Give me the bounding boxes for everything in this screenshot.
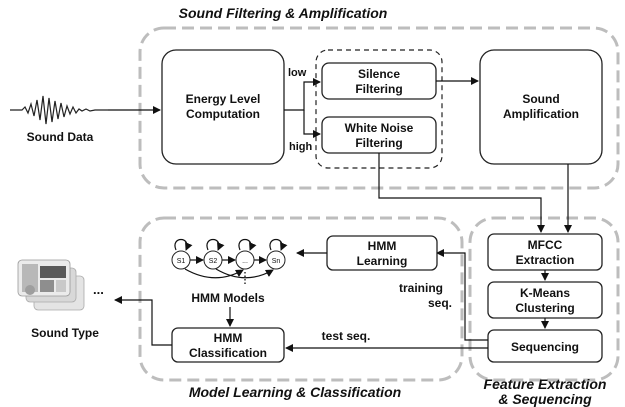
title-filtering: Sound Filtering & Amplification [179, 5, 388, 21]
mfcc-label-1: MFCC [528, 238, 563, 252]
arrow-low [284, 78, 321, 111]
energy-label-1: Energy Level [186, 92, 261, 106]
sound-amplification-box [479, 49, 603, 165]
energy-label-2: Computation [186, 107, 260, 121]
hmm-chain: S1 S2 ... Sn [171, 238, 288, 284]
hmm-state-ellipsis [235, 250, 255, 270]
hmm-learn-label-1: HMM [368, 239, 397, 253]
title-feature-line2: & Sequencing [498, 391, 592, 407]
hmm-learn-label-2: Learning [357, 254, 408, 268]
silence-label-1: Silence [358, 67, 400, 81]
noise-label-2: Filtering [355, 136, 402, 150]
high-label: high [289, 141, 312, 153]
sequencing-label: Sequencing [511, 340, 579, 354]
sound-data-label: Sound Data [27, 130, 94, 144]
sound-type-label: Sound Type [31, 326, 99, 340]
arrow-to-sound-type [114, 296, 172, 346]
arrow-high [303, 110, 321, 138]
low-label: low [288, 67, 307, 79]
energy-level-box [161, 49, 285, 165]
mfcc-label-2: Extraction [516, 253, 575, 267]
title-model: Model Learning & Classification [189, 384, 401, 400]
hmm-state-2 [203, 250, 223, 270]
training-label-2: seq. [428, 296, 452, 310]
kmeans-label-1: K-Means [520, 286, 570, 300]
hmm-state-n [266, 250, 286, 270]
test-seq-label: test seq. [322, 329, 371, 343]
state-label-n: Sn [272, 258, 281, 265]
hmm-class-label-2: Classification [189, 346, 267, 360]
arrow-noise-mfcc [378, 153, 545, 233]
sequencing-box [487, 329, 603, 363]
noise-label-1: White Noise [345, 121, 414, 135]
hmm-models-label: HMM Models [191, 291, 265, 305]
state-label-2: S2 [209, 258, 218, 265]
silence-label-2: Filtering [355, 82, 402, 96]
state-label-3: ... [242, 258, 248, 265]
kmeans-label-2: Clustering [515, 301, 574, 315]
hmm-class-label-1: HMM [214, 331, 243, 345]
state-label-1: S1 [177, 258, 186, 265]
amp-label-1: Sound [522, 92, 559, 106]
waveform-icon [10, 95, 108, 125]
arrow-training-seq [436, 249, 488, 341]
sound-type-ellipsis: ... [93, 282, 104, 297]
hmm-state-1 [171, 250, 191, 270]
amp-label-2: Amplification [503, 107, 579, 121]
training-label-1: training [399, 281, 443, 295]
model-group [138, 216, 464, 382]
title-feature-line1: Feature Extraction [484, 376, 607, 392]
sound-type-icon [17, 259, 85, 311]
